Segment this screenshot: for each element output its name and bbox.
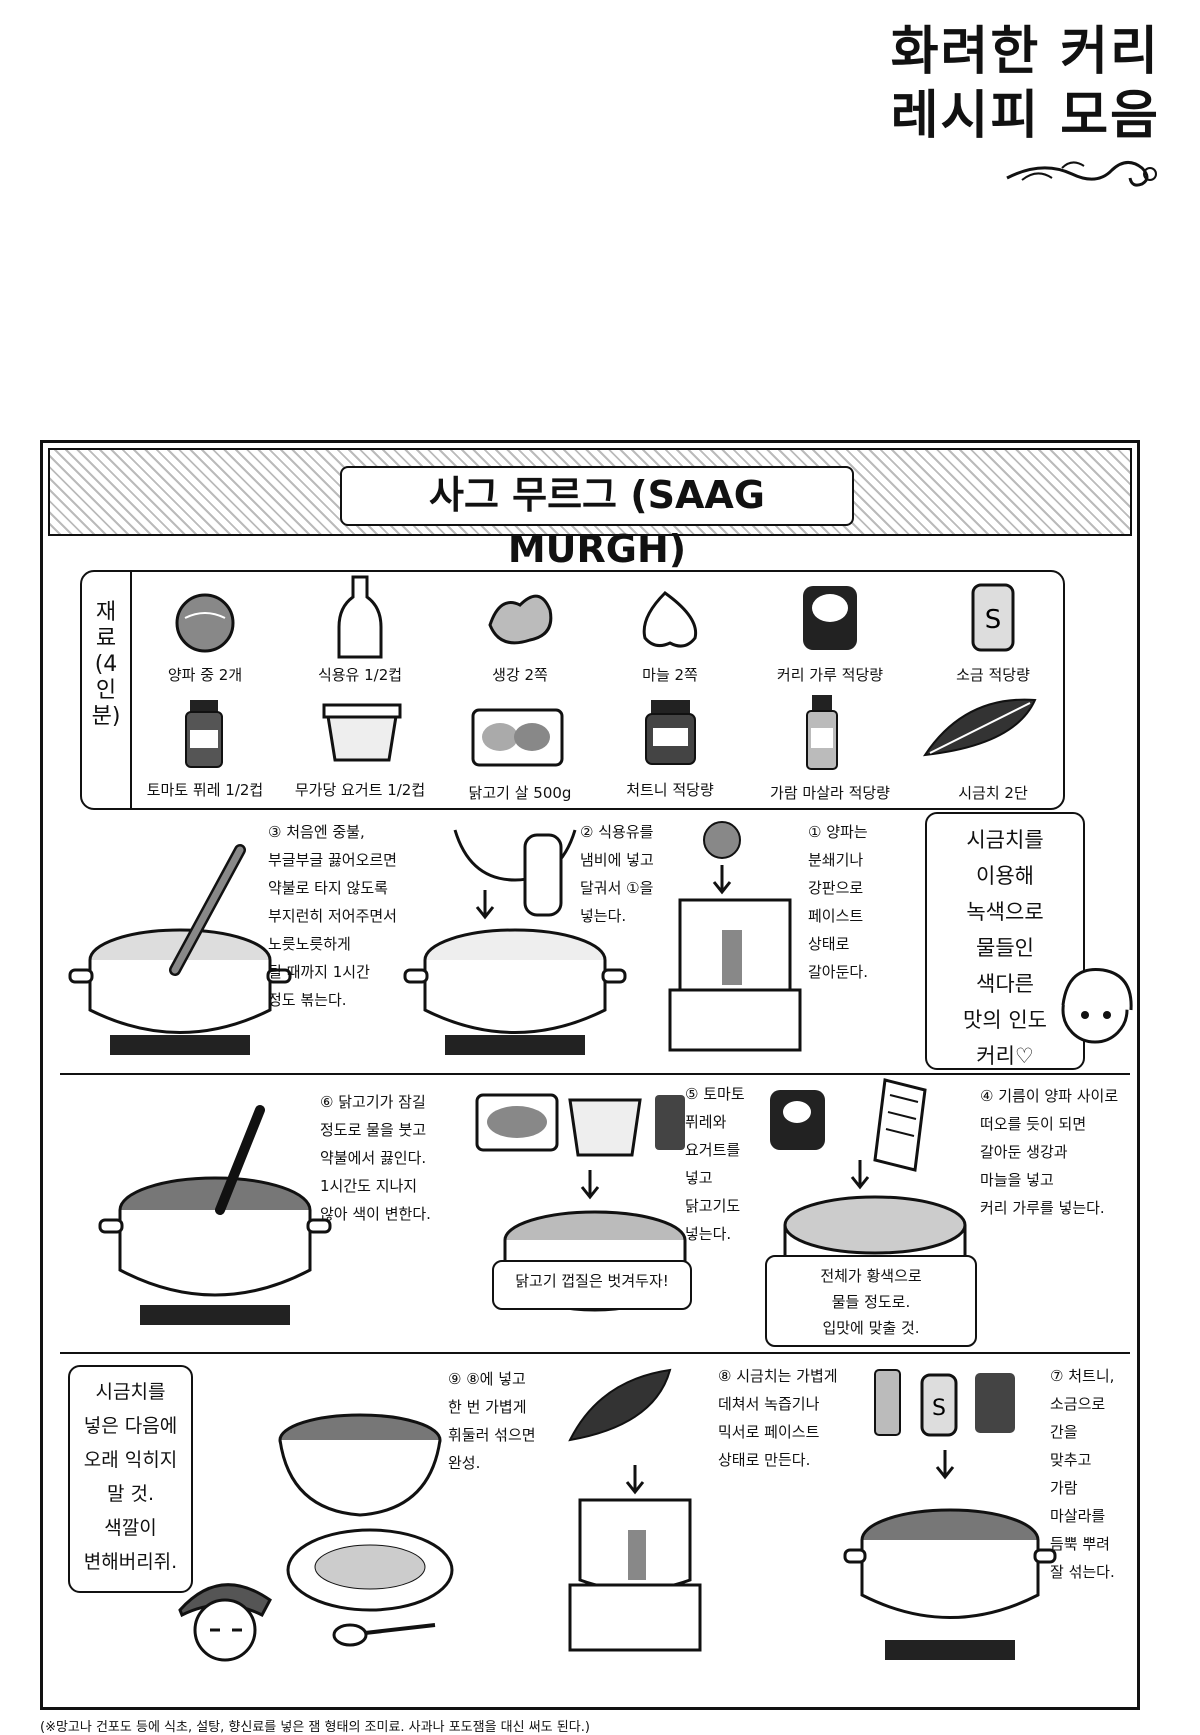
pot-onion-illustration (403, 829, 627, 1055)
girl-character-icon (1061, 967, 1133, 1044)
chicken-yogurt-puree-icons (475, 1093, 685, 1157)
step-2-text: ② 식용유를 냄비에 넣고 달궈서 ①을 넣는다. (580, 823, 654, 925)
step-3-text: ③ 처음엔 중불, 부글부글 끓어오르면 약불로 타지 않도록 부지런히 저어주… (268, 823, 397, 1009)
ingredient-label: 무가당 요거트 1/2컵 (294, 781, 426, 799)
ingredient-label: 시금치 2단 (958, 784, 1028, 802)
footnote: (※망고나 건포도 등에 식초, 설탕, 향신료를 넣은 잼 형태의 조미료. … (40, 1720, 590, 1735)
flourish-ornament-icon (1006, 161, 1157, 187)
ingredient-label: 처트니 적당량 (626, 781, 714, 799)
pot-simmer-illustration (98, 1105, 332, 1325)
recipe-frame (40, 440, 1140, 1710)
ingredient-label: 소금 적당량 (956, 666, 1030, 684)
puree-bottle-icon (185, 700, 223, 768)
ingredient-label: 생강 2쪽 (492, 666, 548, 684)
pot-finish-illustration (843, 1450, 1057, 1660)
tip-chicken-skin: 닭고기 껍질은 벗겨두자! (492, 1260, 692, 1310)
chicken-tray-icon (471, 708, 564, 767)
rice-plate-illustration (286, 1528, 454, 1612)
step-7-text: ⑦ 처트니, 소금으로 간을 맞추고 가람 마살라를 듬뿍 뿌려 잘 섞는다. (1050, 1367, 1115, 1581)
step-1-text: ① 양파는 분쇄기나 강판으로 페이스트 상태로 갈아둔다. (808, 823, 868, 981)
garlic-icon (642, 591, 698, 648)
speech-bubble-intro: 시금치를 이용해 녹색으로 물들인 색다른 맛의 인도 커리♡ (925, 812, 1085, 1070)
ingredient-label: 가람 마살라 적당량 (770, 784, 890, 802)
ingredient-label: 식용유 1/2컵 (317, 666, 403, 684)
ingredient-label: 마늘 2쪽 (642, 666, 698, 684)
chutney-jar-icon (645, 700, 696, 765)
spice-salt-chutney-icons: S (874, 1369, 1015, 1437)
ginger-icon (488, 594, 553, 645)
ingredients-header: 재료(4인분) (91, 600, 121, 729)
row-separator (60, 1352, 1130, 1354)
step-9-text: ⑨ ⑧에 넣고 한 번 가볍게 휘둘러 섞으면 완성. (448, 1370, 536, 1472)
ingredient-label: 닭고기 살 500g (468, 784, 572, 802)
spinach-blender-illustration (568, 1368, 702, 1652)
step-8-text: ⑧ 시금치는 가볍게 데쳐서 녹즙기나 믹서로 페이스트 상태로 만든다. (718, 1367, 838, 1469)
speech-bubble-warning: 시금치를 넣은 다음에 오래 익히지 말 것. 색깔이 변해버리쥐. (68, 1365, 193, 1593)
food-processor-illustration (668, 821, 802, 1052)
ingredient-label: 양파 중 2개 (167, 666, 243, 684)
step-4-text: ④ 기름이 양파 사이로 떠오를 듯이 되면 갈아둔 생강과 마늘을 넣고 커리… (980, 1087, 1119, 1217)
svg-text:S: S (985, 605, 1002, 635)
ingredient-label: 커리 가루 적당량 (776, 666, 884, 684)
step-5-text: ⑤ 토마토 퓌레와 요거트를 넣고 닭고기도 넣는다. (685, 1085, 745, 1243)
spinach-icon (922, 698, 1037, 757)
page-title: 화려한 커리 레시피 모음 (890, 21, 1160, 146)
curry-can-grater-icons (770, 1078, 927, 1190)
spice-bottle-icon (806, 695, 838, 770)
step-6-text: ⑥ 닭고기가 잠길 정도로 물을 붓고 약불에서 끓인다. 1시간도 지나지 않… (320, 1093, 431, 1223)
chef-character-icon (178, 1583, 272, 1662)
oil-bottle-icon (337, 575, 383, 659)
ingredients-box (80, 570, 1065, 810)
curry-can-icon (803, 586, 857, 650)
ingredients-header-cell (80, 570, 132, 810)
svg-text:S: S (932, 1396, 946, 1421)
recipe-title: 사그 무르그 (SAAG MURGH) (340, 466, 854, 571)
row-separator (60, 1073, 1130, 1075)
onion-icon (175, 593, 235, 653)
pot-stirring-illustration (68, 844, 292, 1055)
ingredient-label: 토마토 퓌레 1/2컵 (146, 781, 264, 799)
yogurt-tub-icon (322, 703, 402, 762)
curry-bowl-illustration (278, 1413, 442, 1517)
salt-shaker-icon: S (971, 583, 1015, 652)
tip-seasoning: 전체가 황색으로 물들 정도로. 입맛에 맞출 것. (765, 1255, 977, 1347)
spoon-icon (332, 1623, 436, 1647)
